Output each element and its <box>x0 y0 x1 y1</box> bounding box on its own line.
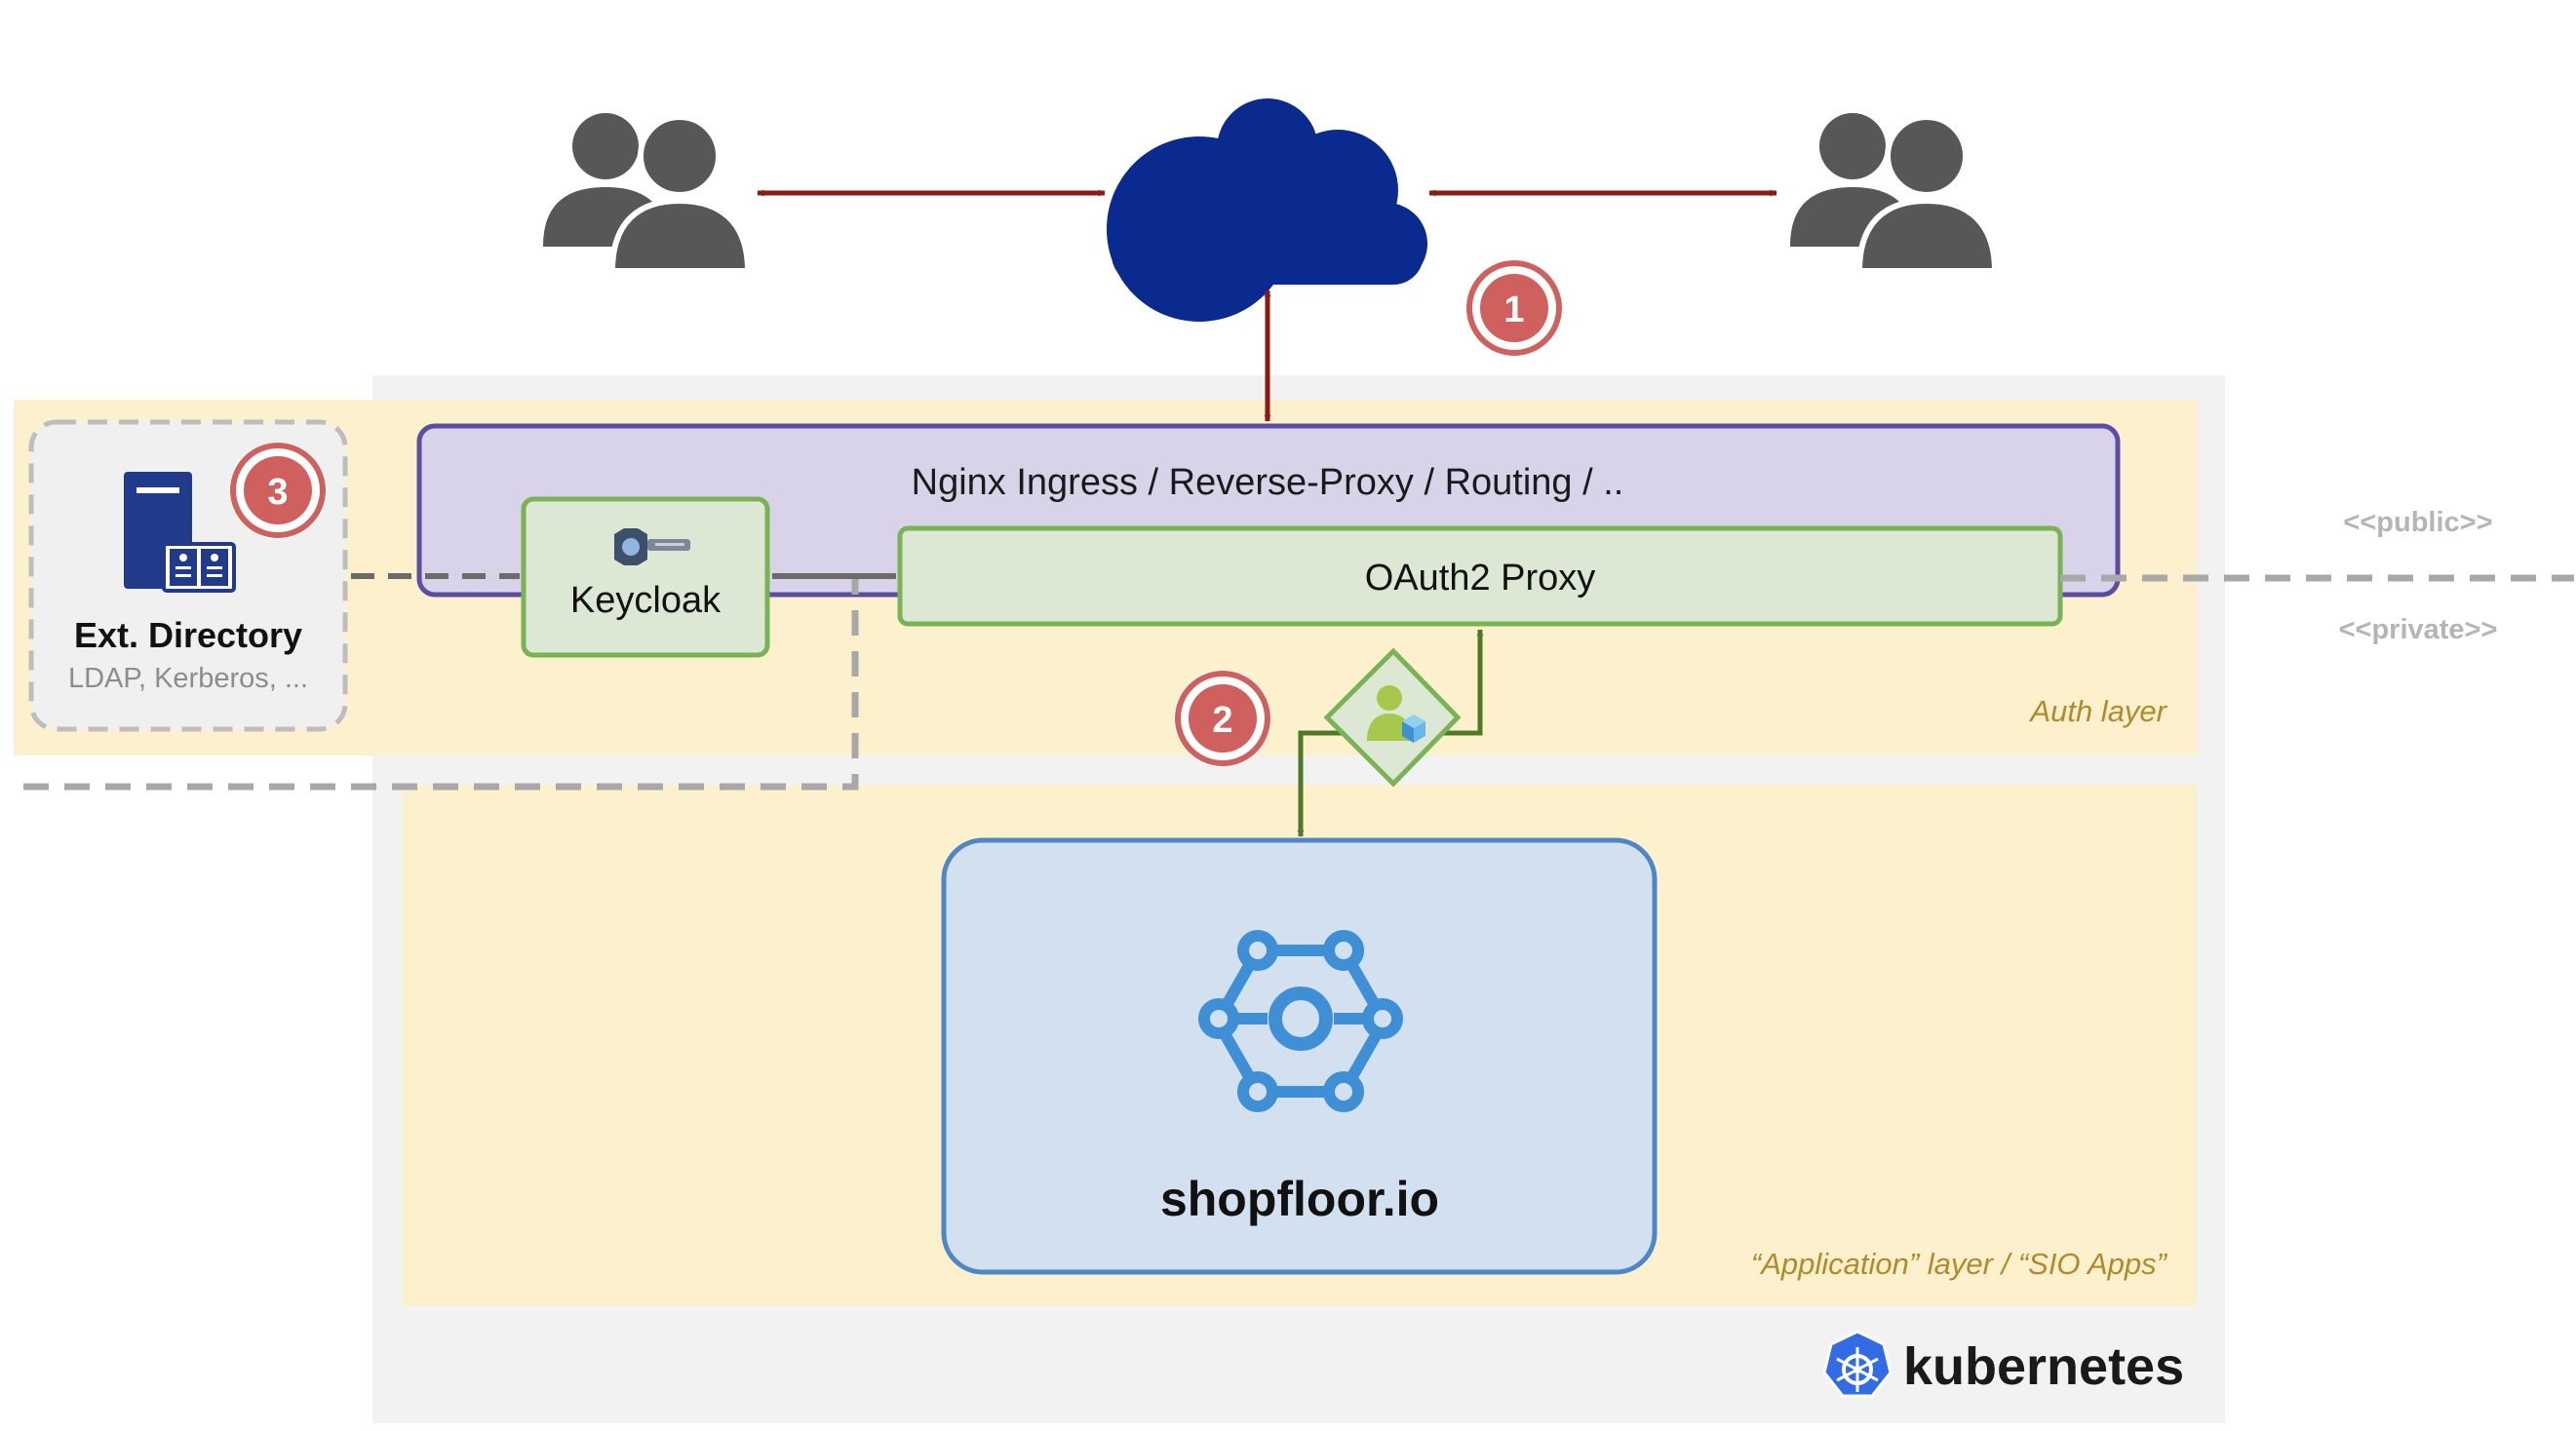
shopfloor-app-label: shopfloor.io <box>1160 1172 1439 1226</box>
public-network-label: <<public>> <box>2343 507 2492 538</box>
marker-1-label: 1 <box>1503 290 1524 330</box>
marker-3: 3 <box>229 442 327 539</box>
ext-directory-subtitle: LDAP, Kerberos, ... <box>68 663 308 694</box>
marker-2: 2 <box>1174 670 1271 767</box>
private-network-line <box>23 577 859 791</box>
users-group-icon-right <box>1790 113 1999 274</box>
kubernetes-label: kubernetes <box>1903 1337 2184 1396</box>
identity-exchange-icon <box>1323 647 1462 788</box>
marker-2-label: 2 <box>1212 700 1232 741</box>
marker-1: 1 <box>1465 259 1563 357</box>
ext-directory-title: Ext. Directory <box>74 615 302 655</box>
shopfloor-logo-icon <box>1198 930 1403 1112</box>
users-group-icon-left <box>543 113 752 274</box>
keycloak-box[interactable] <box>521 496 770 658</box>
shopfloor-app-box[interactable] <box>941 837 1658 1275</box>
kubernetes-logo-icon <box>1822 1330 1893 1398</box>
marker-3-label: 3 <box>267 472 288 513</box>
oauth2-proxy-label: OAuth2 Proxy <box>1365 558 1596 599</box>
keycloak-label: Keycloak <box>570 580 722 621</box>
private-network-label: <<private>> <box>2339 614 2498 645</box>
directory-server-icon <box>124 472 236 593</box>
ingress-label: Nginx Ingress / Reverse-Proxy / Routing … <box>912 462 1624 503</box>
application-layer-label: “Application” layer / “SIO Apps” <box>1751 1247 2168 1281</box>
key-icon <box>614 528 690 565</box>
cloud-icon <box>1107 98 1427 322</box>
auth-layer-label: Auth layer <box>2028 694 2167 728</box>
